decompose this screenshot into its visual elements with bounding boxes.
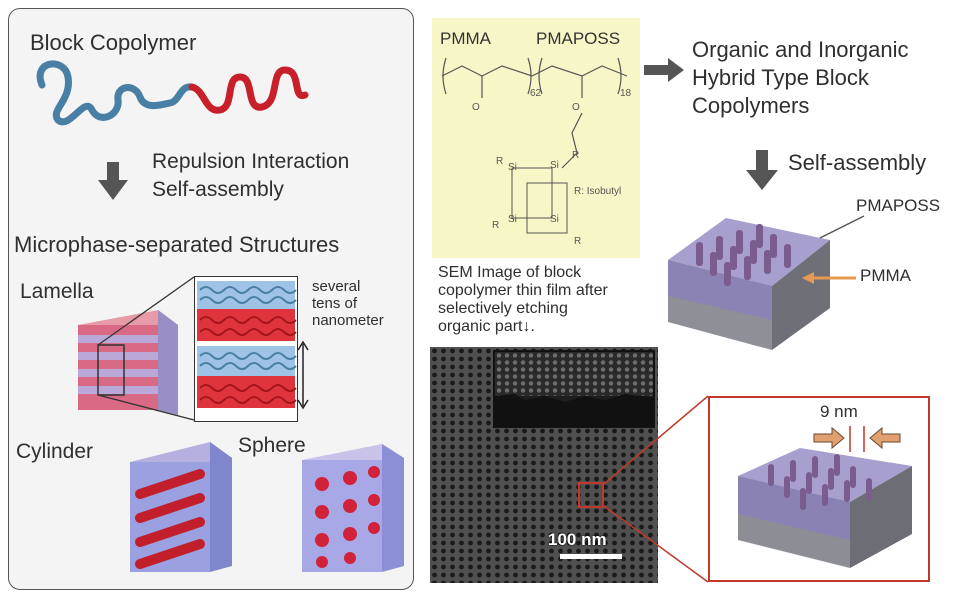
chem-si-3: Si — [508, 214, 517, 225]
zoom-lines — [97, 276, 195, 421]
pmma-arrow-icon — [802, 272, 856, 284]
chem-r-isobutyl: R: Isobutyl — [574, 186, 621, 197]
chem-r-1: R — [496, 156, 503, 167]
polymer-chain-illustration — [36, 60, 309, 126]
chem-pmma-label: PMMA — [440, 29, 492, 48]
pmma-label: PMMA — [860, 266, 911, 285]
chem-si-1: Si — [550, 160, 559, 171]
down-arrow-icon — [98, 162, 128, 200]
chem-o-2: O — [572, 102, 580, 113]
cylinder-label: Cylinder — [16, 440, 94, 463]
pmaposs-pointer — [819, 215, 865, 239]
sem-zoom-lines — [603, 395, 709, 583]
nine-nm-label: 9 nm — [820, 402, 858, 421]
blue-polymer-block — [36, 60, 196, 126]
chem-o-1: O — [472, 102, 480, 113]
chem-subscript-62: 62 — [530, 88, 542, 99]
chem-pmaposs-label: PMAPOSS — [536, 29, 620, 48]
sphere-label: Sphere — [238, 434, 306, 457]
spacing-arrow-icon — [297, 340, 309, 410]
lamella-zoom-detail — [194, 276, 298, 422]
chemical-structure: PMMA PMAPOSS 62 18 O O Si Si Si Si R R R… — [440, 29, 632, 247]
lamella-cube — [78, 310, 178, 415]
sphere-block — [302, 444, 404, 572]
chem-r-4: R — [574, 236, 581, 247]
microphase-title: Microphase-separated Structures — [14, 232, 340, 257]
scale-bar-label: 100 nm — [548, 530, 607, 549]
right-arrow-icon — [644, 58, 684, 82]
self-assembly-label-right: Self-assembly — [788, 150, 927, 175]
chem-si-2: Si — [508, 162, 517, 173]
repulsion-label: Repulsion Interaction — [152, 150, 350, 173]
chem-r-3: R — [492, 220, 499, 231]
chem-subscript-18: 18 — [620, 88, 632, 99]
sem-highlight-box — [578, 482, 604, 508]
sem-caption: SEM Image of block copolymer thin film a… — [438, 264, 608, 335]
down-arrow-icon-right — [746, 150, 778, 190]
pillar-block — [668, 218, 830, 350]
scale-bar — [560, 554, 622, 559]
hybrid-title: Organic and Inorganic Hybrid Type Block … — [692, 37, 909, 118]
red-polymer-block — [188, 66, 309, 114]
zoom-pillar-block — [738, 448, 912, 568]
cylinder-block — [130, 442, 232, 572]
self-assembly-label-left: Self-assembly — [152, 178, 284, 201]
block-copolymer-title: Block Copolymer — [30, 30, 197, 55]
spacing-label: several tens of nanometer — [312, 278, 384, 329]
lamella-label: Lamella — [20, 280, 94, 303]
chem-si-4: Si — [550, 214, 559, 225]
nine-nm-arrows — [813, 426, 901, 452]
pmaposs-label: PMAPOSS — [856, 196, 941, 215]
sem-inset — [493, 350, 655, 428]
chem-r-2: R — [572, 150, 579, 161]
